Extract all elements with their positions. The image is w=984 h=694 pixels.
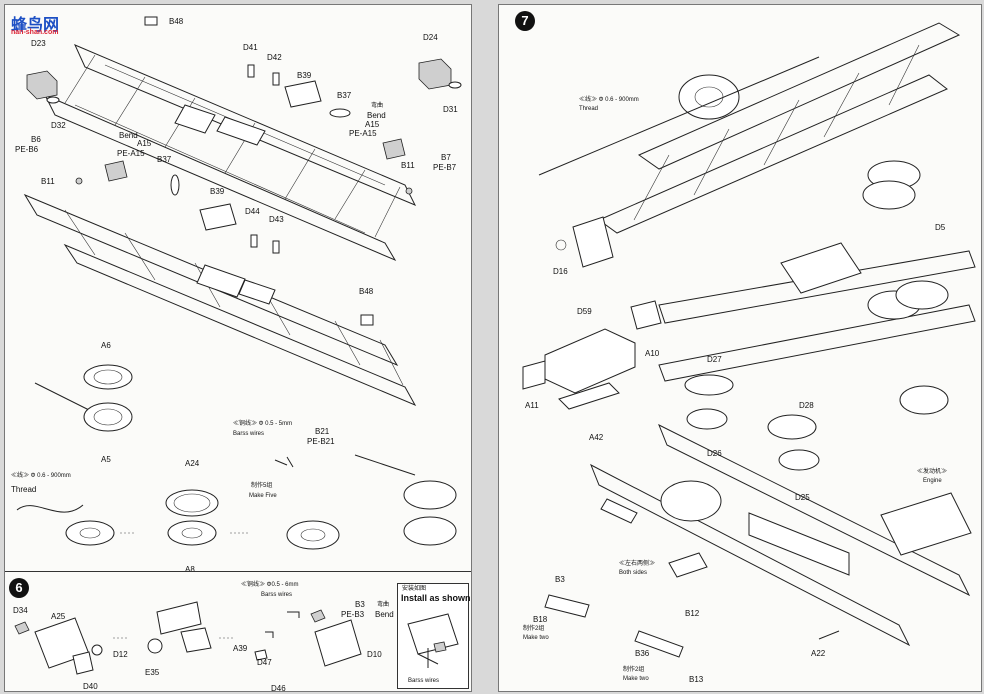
part-label-d10: D10 xyxy=(367,650,382,659)
part-label-a24: A24 xyxy=(185,459,200,468)
part-label-pe-b7: PE-B7 xyxy=(433,163,457,172)
part-label-d25: D25 xyxy=(795,493,810,502)
part-label-a11: A11 xyxy=(525,401,539,410)
part-label-b37-left: B37 xyxy=(157,155,172,164)
part-label-b48: B48 xyxy=(169,17,184,26)
part-label-d12: D12 xyxy=(113,650,128,659)
bend-label-6: Bend xyxy=(375,610,394,619)
watermark-logo: 蜂鸟网 xyxy=(11,17,60,34)
part-label-b6: B6 xyxy=(31,135,41,144)
part-label-d43: D43 xyxy=(269,215,284,224)
part-label-d32: D32 xyxy=(51,121,66,130)
bend-label: Bend xyxy=(367,111,386,120)
part-label-d40: D40 xyxy=(83,682,98,691)
part-label-b36: B36 xyxy=(635,649,650,658)
part-label-pe-b21: PE-B21 xyxy=(307,437,335,446)
watermark-url: nan-shan.com xyxy=(11,29,59,36)
part-label-a15: A15 xyxy=(365,120,380,129)
part-label-b12: B12 xyxy=(685,609,700,618)
part-label-d42: D42 xyxy=(267,53,282,62)
part-label-d27: D27 xyxy=(707,355,722,364)
part-label-b3-7: B3 xyxy=(555,575,565,584)
part-label-d23: D23 xyxy=(31,39,46,48)
part-label-d34: D34 xyxy=(13,606,28,615)
step-7-assembly-drawing xyxy=(522,22,976,658)
part-label-a42: A42 xyxy=(589,433,604,442)
part-label-d24: D24 xyxy=(423,33,438,42)
bend-label-cn: 弯曲 xyxy=(371,103,384,109)
both-sides: Both sides xyxy=(619,570,648,576)
thread-label: Thread xyxy=(11,485,37,494)
part-label-b11-right: B11 xyxy=(401,161,415,170)
wire-spec: ≪铜线≫ Φ 0.5 - 5mm xyxy=(233,421,293,427)
part-label-a6: A6 xyxy=(101,341,111,350)
part-label-b39: B39 xyxy=(297,71,312,80)
part-label-e35: E35 xyxy=(145,668,160,677)
install-wire-label: Barss wires xyxy=(408,678,440,684)
part-label-a5: A5 xyxy=(101,455,111,464)
part-label-pe-b3: PE-B3 xyxy=(341,610,365,619)
part-label-pe-a15: PE-A15 xyxy=(349,129,377,138)
install-title: Install as shown xyxy=(401,593,471,603)
both-sides-cn: ≪左右两侧≫ xyxy=(619,561,656,567)
part-label-b18: B18 xyxy=(533,615,548,624)
engine-label: Engine xyxy=(923,478,942,484)
part-label-d46: D46 xyxy=(271,684,286,692)
install-as-shown-inset: 安装如图 Install as shown Barss wires xyxy=(397,583,471,689)
bend-label-left: Bend xyxy=(119,131,138,140)
step-number-7: 7 xyxy=(515,11,535,31)
step-6-drawing xyxy=(14,601,362,675)
wire-spec-6: ≪铜线≫ Φ0.5 - 6mm xyxy=(241,582,299,588)
chassis-assembly-drawing xyxy=(16,16,462,550)
part-label-b11-left: B11 xyxy=(41,177,55,186)
part-label-pe-a15-left: PE-A15 xyxy=(117,149,145,158)
part-label-b39-mid: B39 xyxy=(210,187,225,196)
part-label-d41: D41 xyxy=(243,43,258,52)
thread-spec-7: ≪线≫ Φ 0.6 - 900mm xyxy=(579,97,639,103)
part-label-d5: D5 xyxy=(935,223,946,232)
part-label-a25: A25 xyxy=(51,612,66,621)
make-two-cn: 制作2组 xyxy=(523,626,545,632)
part-label-b37: B37 xyxy=(337,91,352,100)
part-label-pe-b6: PE-B6 xyxy=(15,145,39,154)
engine-label-cn: ≪发动机≫ xyxy=(917,469,948,475)
part-label-d44: D44 xyxy=(245,207,260,216)
part-label-a22: A22 xyxy=(811,649,826,658)
part-label-a10: A10 xyxy=(645,349,660,358)
step-number-6: 6 xyxy=(9,578,29,598)
brass-wires-label: Barss wires xyxy=(233,431,265,437)
make-two2: Make two xyxy=(623,676,649,682)
part-label-b48-mid: B48 xyxy=(359,287,374,296)
part-label-d26: D26 xyxy=(707,449,722,458)
part-label-b21: B21 xyxy=(315,427,330,436)
part-label-a39: A39 xyxy=(233,644,248,653)
part-label-d31: D31 xyxy=(443,105,458,114)
part-label-d59: D59 xyxy=(577,307,592,316)
install-detail-drawing xyxy=(407,613,459,668)
make-two2-cn: 制作2组 xyxy=(623,667,645,673)
part-label-a15-left: A15 xyxy=(137,139,152,148)
thread-spec: ≪线≫ Φ 0.6 - 900mm xyxy=(11,473,71,479)
make-two: Make two xyxy=(523,635,549,641)
part-label-a8: A8 xyxy=(185,565,195,574)
thread-label-7: Thread xyxy=(579,106,599,112)
brass-wires-6: Barss wires xyxy=(261,592,293,598)
make-five-cn: 制作5组 xyxy=(251,483,273,489)
left-instruction-page: 蜂鸟网 nan-shan.com xyxy=(4,4,472,692)
bend-label-cn-6: 弯曲 xyxy=(377,602,390,608)
part-label-b3: B3 xyxy=(355,600,365,609)
part-label-b7: B7 xyxy=(441,153,451,162)
make-five: Make Five xyxy=(249,493,277,499)
install-title-cn: 安装如图 xyxy=(402,586,427,592)
right-instruction-page: 7 xyxy=(498,4,982,692)
part-label-d28: D28 xyxy=(799,401,814,410)
part-label-b13: B13 xyxy=(689,675,704,684)
part-label-d47: D47 xyxy=(257,658,272,667)
step-6-panel: 6 D34 A25 D12 D40 E35 A39 ≪铜线≫ Φ0.5 - 6m… xyxy=(5,571,471,692)
part-label-d16: D16 xyxy=(553,267,568,276)
